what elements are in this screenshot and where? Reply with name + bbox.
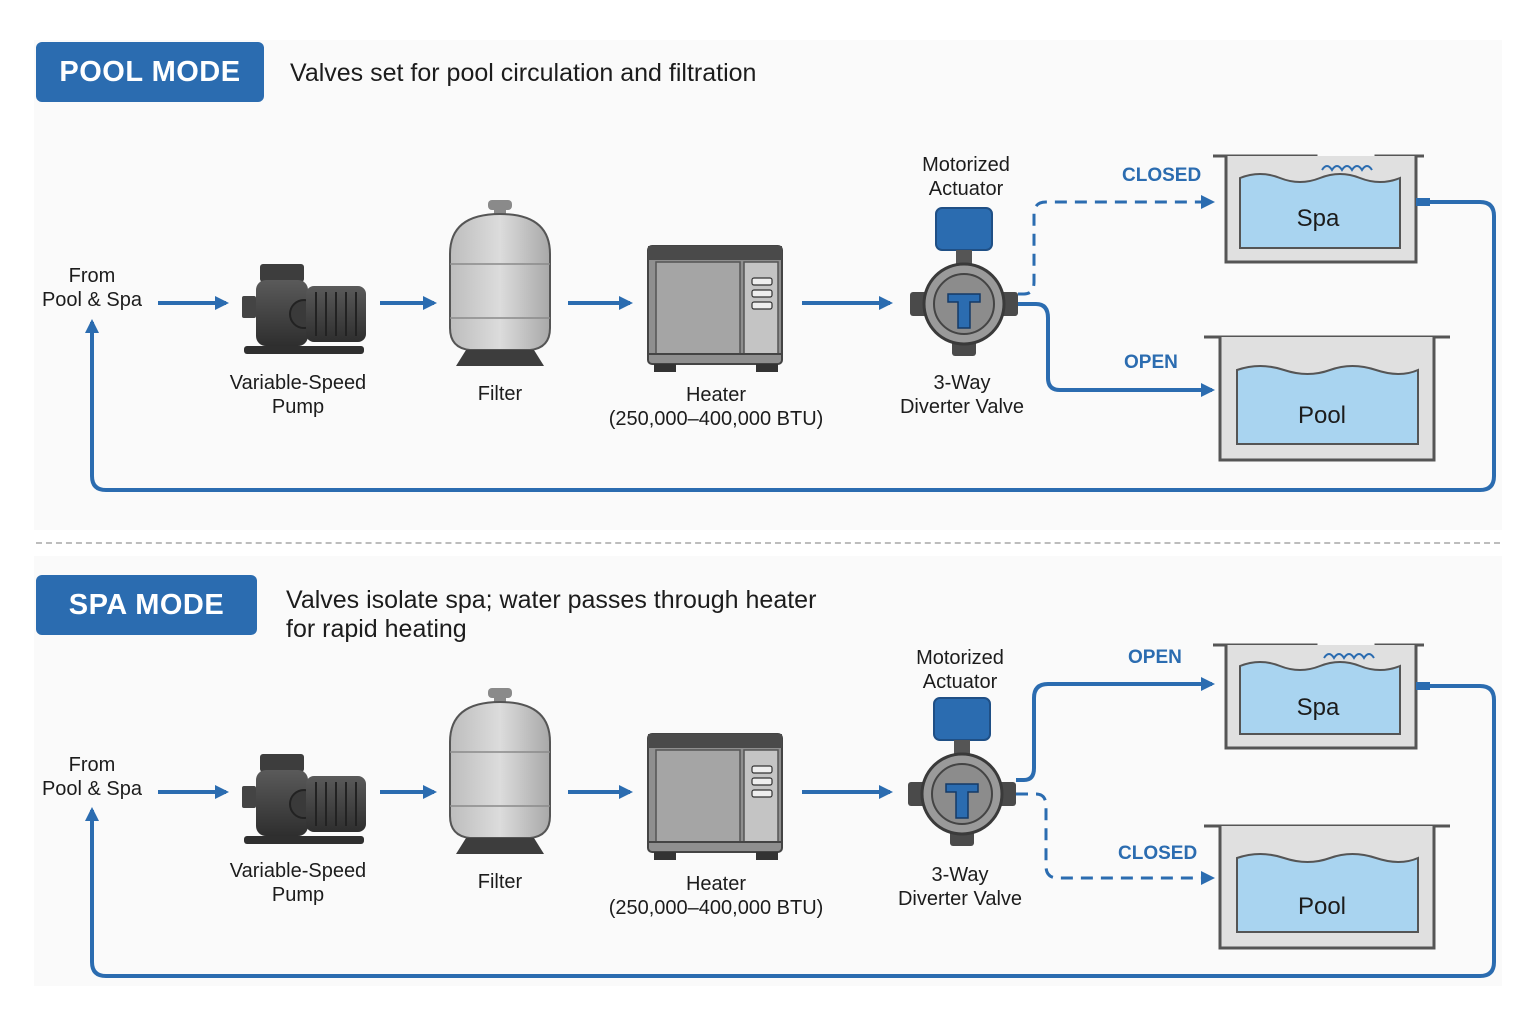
spa-label: Spa	[1296, 205, 1340, 232]
spa-state-label: CLOSED	[1122, 165, 1202, 186]
source-label: From Pool & Spa	[40, 753, 144, 801]
valve-label: 3-Way Diverter Valve	[886, 863, 1034, 911]
pool-tank-icon	[1204, 335, 1450, 462]
heater-label-line2: (250,000–400,000 BTU)	[608, 408, 824, 430]
pool-state-label: CLOSED	[1118, 843, 1198, 864]
pump-icon	[241, 263, 367, 355]
actuator-label-line1: Motorized	[916, 647, 1004, 669]
spa-mode-subtitle-line1: Valves isolate spa; water passes through…	[286, 586, 817, 614]
pool-label: Pool	[1297, 402, 1347, 429]
diverter-valve-icon	[908, 206, 1020, 358]
pool-mode-subtitle: Valves set for pool circulation and filt…	[290, 59, 757, 87]
pool-tank-icon	[1204, 824, 1450, 950]
spa-tank-icon	[1213, 154, 1430, 264]
pool-mode-badge: POOL MODE	[36, 42, 264, 102]
pool-state-label: OPEN	[1124, 352, 1178, 373]
spa-label: Spa	[1296, 694, 1340, 721]
spa-state-label: OPEN	[1128, 647, 1182, 668]
valve-label-line1: 3-Way	[933, 372, 991, 394]
actuator-label-line2: Actuator	[928, 178, 1004, 200]
heater-label-line1: Heater	[685, 384, 747, 406]
actuator-label-line1: Motorized	[922, 154, 1010, 176]
pool-label: Pool	[1297, 893, 1347, 920]
source-label-line1: From	[68, 754, 116, 776]
actuator-label: Motorized Actuator	[900, 153, 1032, 201]
spa-line-open	[1016, 677, 1215, 782]
pump-label-line1: Variable-Speed	[229, 372, 367, 394]
pool-line-closed	[1016, 792, 1215, 885]
pool-line-open	[1018, 302, 1215, 397]
heater-label-line2: (250,000–400,000 BTU)	[608, 897, 824, 919]
valve-label: 3-Way Diverter Valve	[888, 371, 1036, 419]
filter-label: Filter	[477, 383, 523, 405]
heater-label-line1: Heater	[685, 873, 747, 895]
actuator-label-line2: Actuator	[922, 671, 998, 693]
filter-icon	[449, 199, 551, 367]
spa-mode-badge: SPA MODE	[36, 575, 257, 635]
pump-label-line1: Variable-Speed	[229, 860, 367, 882]
valve-label-line1: 3-Way	[931, 864, 989, 886]
source-label-line2: Pool & Spa	[41, 778, 143, 800]
source-label: From Pool & Spa	[40, 264, 144, 312]
heater-icon	[647, 245, 783, 373]
diverter-valve-icon	[906, 696, 1018, 848]
pump-icon	[241, 753, 367, 845]
heater-icon	[647, 733, 783, 861]
return-loop	[85, 684, 1496, 978]
spa-tank-icon	[1213, 643, 1430, 750]
spa-line-closed	[1018, 195, 1215, 296]
filter-label: Filter	[477, 871, 523, 893]
filter-icon	[449, 687, 551, 855]
spa-mode-subtitle: Valves isolate spa; water passes through…	[286, 586, 816, 644]
pump-label: Variable-Speed Pump	[218, 371, 378, 419]
heater-label: Heater (250,000–400,000 BTU)	[600, 872, 832, 920]
section-divider	[36, 542, 1500, 544]
valve-label-line2: Diverter Valve	[897, 888, 1023, 910]
source-label-line1: From	[68, 265, 116, 287]
spa-mode-diagram	[85, 643, 1496, 978]
pump-label-line2: Pump	[271, 884, 325, 906]
return-loop	[85, 200, 1496, 492]
pump-label: Variable-Speed Pump	[218, 859, 378, 907]
pool-mode-diagram	[85, 154, 1496, 492]
source-label-line2: Pool & Spa	[41, 289, 143, 311]
heater-label: Heater (250,000–400,000 BTU)	[600, 383, 832, 431]
spa-mode-subtitle-line2: for rapid heating	[286, 615, 467, 643]
actuator-label: Motorized Actuator	[894, 646, 1026, 694]
valve-label-line2: Diverter Valve	[899, 396, 1025, 418]
pump-label-line2: Pump	[271, 396, 325, 418]
